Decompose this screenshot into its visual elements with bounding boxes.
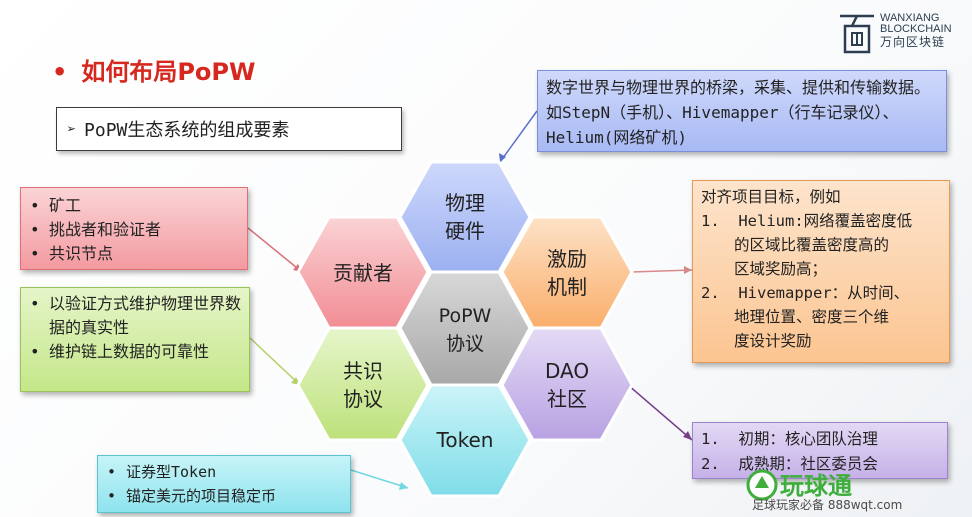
connector-hardware [499, 110, 538, 163]
connector-dao [627, 384, 693, 441]
list-item: •证券型Token [107, 463, 217, 481]
connector-token [350, 469, 409, 489]
subtitle-box: ➢ PoPW生态系统的组成要素 [56, 107, 402, 151]
hex-center-line1: PoPW [438, 305, 492, 327]
incentive-line: 区域奖励高； [734, 260, 828, 278]
list-item: 1. 初期：核心团队治理 [701, 430, 878, 448]
hex-center-line2: 协议 [445, 333, 484, 355]
title-text: 如何布局PoPW [81, 58, 256, 86]
list-item: •挑战者和验证者 [30, 220, 162, 239]
hex-dao-label: DAO 社区 [507, 340, 627, 430]
logo-line3: 万向区块链 [880, 35, 946, 49]
list-item: •共识节点 [30, 244, 114, 263]
hex-contributors-label: 贡献者 [333, 260, 393, 285]
hex-hardware-line2: 硬件 [445, 219, 485, 243]
incentive-box: 对齐项目目标，例如 1. Helium:网络覆盖密度低 的区域比覆盖密度高的 区… [692, 180, 950, 363]
watermark-ball-icon [746, 469, 778, 501]
hex-incentive-label: 激励机制 [507, 230, 627, 315]
hex-incentive-line2: 机制 [547, 274, 587, 299]
list-item: 2. 成熟期：社区委员会 [701, 455, 878, 473]
hex-hardware-label: 物理硬件 [405, 172, 525, 262]
token-box: •证券型Token •锚定美元的项目稳定币 [97, 455, 351, 513]
connector-incentive-arrowhead [684, 266, 692, 274]
page-title: • 如何布局PoPW [52, 52, 255, 87]
connector-hardware-arrowhead [499, 153, 506, 162]
list-item: 2. Hivemapper：从时间、 [701, 284, 910, 302]
hex-consensus-line1: 共识 [343, 359, 383, 383]
hardware-box: 数字世界与物理世界的桥梁，采集、提供和传输数据。如StepN（手机）、Hivem… [537, 70, 947, 152]
connector-consensus [249, 337, 301, 386]
hex-dao-shape [500, 326, 634, 442]
watermark-sub: 足球玩家必备 888wqt.com [752, 498, 903, 512]
consensus-box: •以验证方式维护物理世界数据的真实性 •维护链上数据的可靠性 [20, 287, 250, 392]
list-item: •以验证方式维护物理世界数据的真实性 [30, 294, 242, 337]
hex-token-shape [398, 383, 532, 498]
watermark-main: 玩球通 [780, 472, 852, 500]
hex-hardware-line1: 物理 [445, 191, 485, 215]
hex-dao-line1: DAO [544, 359, 590, 383]
connector-token-arrowhead [399, 482, 408, 490]
hex-incentive-line1: 激励 [547, 246, 587, 271]
dao-box: 1. 初期：核心团队治理 2. 成熟期：社区委员会 [692, 422, 948, 479]
logo-text: WANXIANG BLOCKCHAIN 万向区块链 [880, 12, 952, 49]
logo-line2: BLOCKCHAIN [880, 23, 952, 35]
list-item: •矿工 [30, 196, 82, 215]
incentive-line: 度设计奖励 [734, 332, 812, 350]
contributors-box: •矿工 •挑战者和验证者 •共识节点 [20, 187, 248, 270]
wanxiang-logo-icon [840, 14, 874, 54]
incentive-intro: 对齐项目目标，例如 [701, 188, 841, 206]
incentive-line: 地理位置、密度三个维 [734, 308, 890, 326]
incentive-line: 的区域比覆盖密度高的 [734, 236, 890, 254]
connector-dao-arrowhead [683, 431, 692, 440]
list-item: •锚定美元的项目稳定币 [107, 487, 277, 505]
hex-token-label: Token [436, 428, 494, 452]
list-item: •维护链上数据的可靠性 [30, 342, 210, 361]
hex-consensus-shape [296, 326, 430, 442]
connector-contributors [247, 227, 303, 273]
logo-line1: WANXIANG [880, 12, 940, 24]
hex-center-label: PoPW 协议 [405, 285, 525, 375]
hex-consensus-label: 共识协议 [303, 340, 423, 430]
subtitle-text: PoPW生态系统的组成要素 [84, 120, 290, 141]
connector-incentive [631, 269, 693, 273]
title-bullet: • [52, 58, 68, 86]
arrow-bullet-icon: ➢ [67, 120, 77, 138]
list-item: 1. Helium:网络覆盖密度低 [701, 212, 913, 230]
hex-consensus-line2: 协议 [343, 387, 383, 411]
hex-dao-line2: 社区 [547, 387, 587, 411]
